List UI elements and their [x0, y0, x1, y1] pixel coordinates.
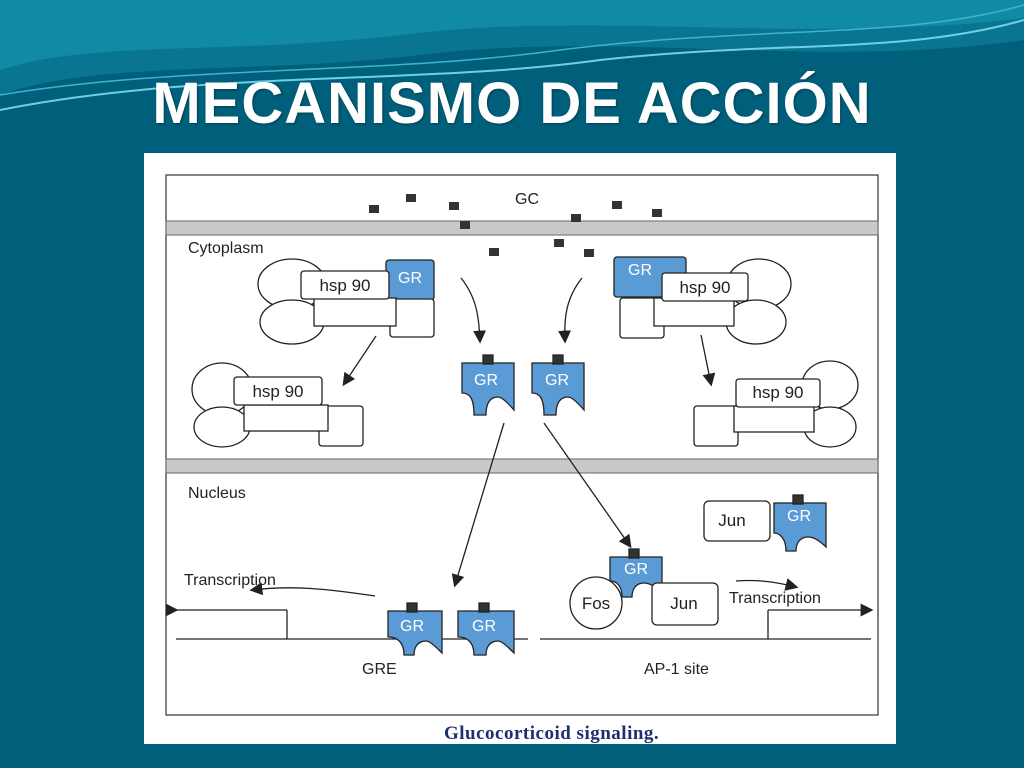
label-transcription-left: Transcription [184, 572, 276, 589]
hsp90-complex-released-left [191, 362, 364, 448]
gr-label: GR [400, 618, 424, 635]
figure-panel: GC Cytoplasm Nucleus GR hsp 90 [144, 153, 896, 744]
figure-caption: Glucocorticoid signaling. [444, 723, 660, 744]
gr-label: GR [628, 262, 652, 279]
gr-dimer-on-gre [387, 602, 515, 656]
hsp90-complex-released-right [693, 360, 859, 448]
slide-title: MECANISMO DE ACCIÓN [152, 71, 872, 136]
fos-label: Fos [582, 594, 610, 613]
hsp90-label: hsp 90 [752, 383, 803, 402]
gr-label: GR [472, 618, 496, 635]
activated-gr-pair [461, 354, 585, 416]
label-ap1: AP-1 site [644, 661, 709, 678]
nuclear-membrane [165, 458, 879, 474]
gr-label: GR [398, 270, 422, 287]
jun-gr-complex [703, 494, 827, 552]
gr-label: GR [545, 372, 569, 389]
gr-hsp90-complex-right [613, 256, 792, 345]
jun-label: Jun [670, 594, 697, 613]
gr-label: GR [787, 508, 811, 525]
label-cytoplasm: Cytoplasm [188, 240, 264, 257]
hsp90-label: hsp 90 [679, 278, 730, 297]
label-gre: GRE [362, 661, 397, 678]
header-waves [0, 0, 1024, 130]
pathway-arrows [165, 277, 874, 639]
gr-label: GR [624, 561, 648, 578]
label-gc: GC [515, 191, 539, 208]
gc-molecules [369, 194, 662, 257]
gr-hsp90-complex-left [257, 258, 435, 345]
jun-label: Jun [718, 511, 745, 530]
label-transcription-right: Transcription [729, 590, 821, 607]
label-nucleus: Nucleus [188, 485, 246, 502]
diagram-frame [165, 174, 879, 716]
cell-membrane [165, 220, 879, 236]
hsp90-label: hsp 90 [319, 276, 370, 295]
gr-ap1-complex [569, 548, 719, 630]
hsp90-label: hsp 90 [252, 382, 303, 401]
gr-label: GR [474, 372, 498, 389]
glucocorticoid-diagram: GC Cytoplasm Nucleus GR hsp 90 [165, 174, 879, 716]
